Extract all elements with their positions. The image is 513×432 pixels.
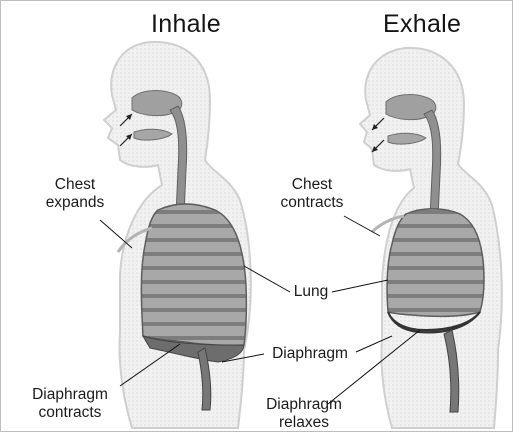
exhale-figure	[360, 48, 502, 428]
inhale-title: Inhale	[151, 10, 221, 39]
exhale-diaphragm-label-line1: Diaphragm	[254, 396, 354, 414]
exhale-lungs	[387, 209, 484, 317]
leader-lung-right	[332, 280, 388, 292]
inhale-diaphragm-label: Diaphragm contracts	[20, 386, 120, 422]
inhale-chest-label: Chest expands	[40, 176, 110, 212]
leader-exhale-chest	[344, 216, 380, 236]
exhale-diaphragm-label: Diaphragm relaxes	[254, 396, 354, 432]
exhale-diaphragm-label-line2: relaxes	[254, 414, 354, 432]
exhale-chest-label-line1: Chest	[272, 176, 352, 194]
inhale-lungs	[141, 204, 246, 345]
exhale-title: Exhale	[383, 10, 461, 39]
inhale-figure	[104, 42, 251, 428]
diaphragm-label: Diaphragm	[260, 345, 360, 363]
inhale-diaphragm-label-line1: Diaphragm	[20, 386, 120, 404]
lung-label: Lung	[286, 283, 336, 301]
exhale-chest-label: Chest contracts	[272, 176, 352, 212]
inhale-chest-label-line2: expands	[40, 194, 110, 212]
inhale-chest-label-line1: Chest	[40, 176, 110, 194]
exhale-chest-label-line2: contracts	[272, 194, 352, 212]
inhale-diaphragm-label-line2: contracts	[20, 404, 120, 422]
